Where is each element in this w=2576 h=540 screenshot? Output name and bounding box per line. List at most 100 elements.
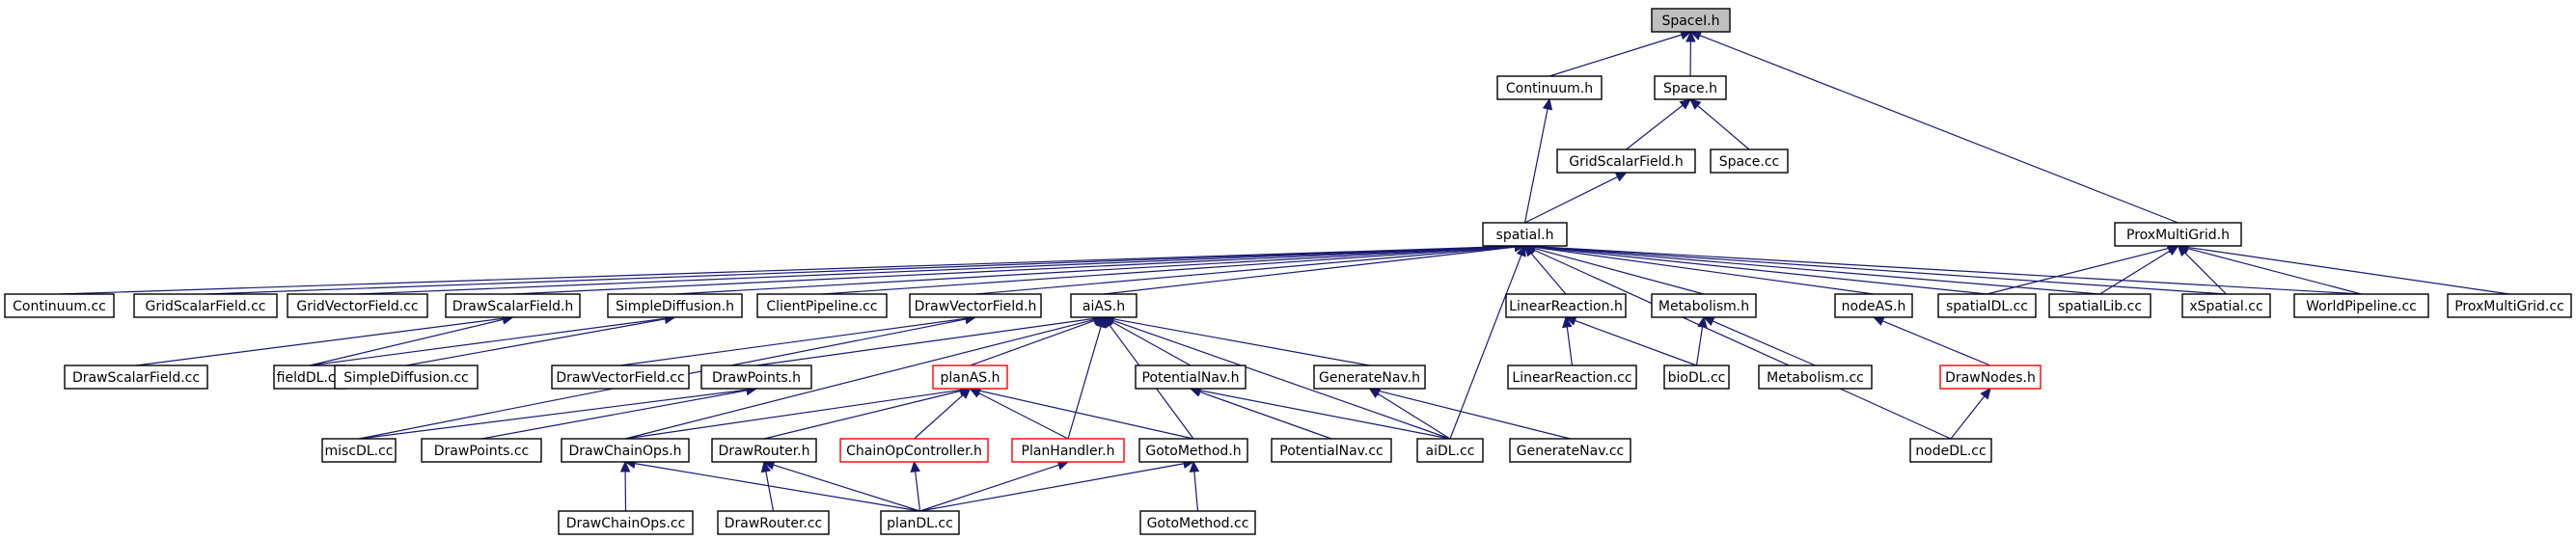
node-aias-h[interactable]: aiAS.h — [1070, 293, 1137, 318]
edge-line — [919, 463, 1185, 512]
edge-line — [1548, 34, 1683, 77]
edge-plandl_cc-to-chainopcontroller_h — [910, 460, 921, 512]
node-spatiallib-cc[interactable]: spatialLib.cc — [2048, 293, 2151, 318]
edge-drawscalarfield_cc-to-drawscalarfield_h — [135, 313, 514, 366]
node-continuum-cc[interactable]: Continuum.cc — [4, 293, 115, 318]
node-drawpoints-cc[interactable]: DrawPoints.cc — [421, 438, 542, 463]
edge-line — [1575, 319, 1697, 366]
node-label: DrawRouter.cc — [725, 516, 823, 531]
node-label: Space.cc — [1719, 154, 1780, 170]
node-proxmultigrid-cc[interactable]: ProxMultiGrid.cc — [2447, 293, 2572, 318]
node-box — [932, 364, 1008, 390]
node-continuum-h[interactable]: Continuum.h — [1496, 75, 1603, 100]
node-xspatial-cc[interactable]: xSpatial.cc — [2181, 293, 2271, 318]
node-generatenav-h[interactable]: GenerateNav.h — [1313, 364, 1426, 390]
edge-line — [405, 318, 666, 366]
node-plandl-cc[interactable]: planDL.cc — [880, 510, 960, 535]
node-drawvectorfield-h[interactable]: DrawVectorField.h — [909, 293, 1042, 318]
node-metabolism-h[interactable]: Metabolism.h — [1651, 293, 1757, 318]
node-box — [1416, 438, 1484, 463]
node-box — [133, 293, 278, 318]
arrowhead-icon — [1679, 98, 1691, 110]
edge-plandl_cc-to-planhandler_h — [919, 460, 1070, 512]
node-simplediffusion-h[interactable]: SimpleDiffusion.h — [607, 293, 743, 318]
edge-line — [1523, 108, 1548, 224]
node-box — [561, 438, 690, 463]
node-label: DrawVectorField.cc — [556, 370, 684, 386]
arrowhead-icon — [1685, 30, 1696, 42]
node-box — [287, 293, 428, 318]
node-gridscalarfield-cc[interactable]: GridScalarField.cc — [133, 293, 278, 318]
node-drawvectorfield-cc[interactable]: DrawVectorField.cc — [551, 364, 690, 390]
node-box — [64, 364, 208, 390]
node-drawchainops-h[interactable]: DrawChainOps.h — [561, 438, 690, 463]
edge-plandl_cc-to-gotomethod_h — [919, 458, 1195, 512]
edge-linearreaction_cc-to-linearreaction_h — [1562, 315, 1574, 366]
edge-continuum_cc-to-spatial_h — [59, 241, 1526, 295]
edge-xspatial_cc-to-proxmultigrid_h — [2177, 245, 2227, 295]
node-miscdl-cc[interactable]: miscDL.cc — [321, 438, 397, 463]
node-fielddl-cc[interactable]: fieldDL.cc — [273, 364, 346, 390]
arrowhead-icon — [959, 388, 972, 399]
edge-line — [1987, 247, 2169, 295]
node-worldpipeline-cc[interactable]: WorldPipeline.cc — [2293, 293, 2429, 318]
node-generatenav-cc[interactable]: GenerateNav.cc — [1509, 438, 1631, 463]
node-label: Continuum.cc — [13, 299, 106, 314]
arrowhead-icon — [1689, 98, 1702, 110]
node-aidl-cc[interactable]: aiDL.cc — [1416, 438, 1484, 463]
node-box — [2048, 293, 2151, 318]
node-simplediffusion-cc[interactable]: SimpleDiffusion.cc — [334, 364, 479, 390]
edge-aidl_cc-to-spatial_h — [1449, 244, 1526, 440]
node-nodeas-h[interactable]: nodeAS.h — [1834, 293, 1913, 318]
edge-line — [357, 245, 1516, 295]
node-label: miscDL.cc — [325, 444, 394, 459]
node-drawchainops-cc[interactable]: DrawChainOps.cc — [558, 510, 694, 535]
node-spacei-h[interactable]: SpaceI.h — [1651, 8, 1731, 33]
node-box — [321, 438, 397, 463]
node-drawscalarfield-h[interactable]: DrawScalarField.h — [445, 293, 581, 318]
node-planas-h[interactable]: planAS.h — [932, 364, 1008, 390]
node-drawnodes-h[interactable]: DrawNodes.h — [1939, 364, 2042, 390]
node-gotomethod-h[interactable]: GotoMethod.h — [1138, 438, 1248, 463]
node-gridscalarfield-h[interactable]: GridScalarField.h — [1556, 148, 1696, 174]
node-metabolism-cc[interactable]: Metabolism.cc — [1758, 364, 1873, 390]
node-chainopcontroller-h[interactable]: ChainOpController.h — [839, 438, 989, 463]
node-proxmultigrid-h[interactable]: ProxMultiGrid.h — [2114, 222, 2242, 247]
edge-continuum_h-to-spacei_h — [1548, 30, 1692, 77]
node-drawrouter-h[interactable]: DrawRouter.h — [711, 438, 817, 463]
node-label: WorldPipeline.cc — [2306, 299, 2417, 314]
node-box — [1937, 293, 2037, 318]
node-potentialnav-h[interactable]: PotentialNav.h — [1135, 364, 1247, 390]
arrowhead-icon — [1516, 244, 1526, 257]
node-box — [1710, 148, 1789, 174]
node-linearreaction-cc[interactable]: LinearReaction.cc — [1507, 364, 1637, 390]
edge-potentialnav_h-to-aias_h — [1102, 316, 1192, 366]
node-drawscalarfield-cc[interactable]: DrawScalarField.cc — [64, 364, 208, 390]
node-spatialdl-cc[interactable]: spatialDL.cc — [1937, 293, 2037, 318]
edge-line — [674, 245, 1516, 295]
node-biodl-cc[interactable]: bioDL.cc — [1663, 364, 1730, 390]
node-gridvectorfield-cc[interactable]: GridVectorField.cc — [287, 293, 428, 318]
node-space-cc[interactable]: Space.cc — [1710, 148, 1789, 174]
node-drawrouter-cc[interactable]: DrawRouter.cc — [717, 510, 830, 535]
edge-line — [309, 318, 504, 366]
node-potentialnav-cc[interactable]: PotentialNav.cc — [1271, 438, 1392, 463]
node-box — [2293, 293, 2429, 318]
node-gotomethod-cc[interactable]: GotoMethod.cc — [1139, 510, 1256, 535]
node-clientpipeline-cc[interactable]: ClientPipeline.cc — [756, 293, 888, 318]
edge-gridscalarfield_h-to-space_h — [1626, 98, 1691, 150]
node-label: spatialLib.cc — [2058, 299, 2142, 314]
node-space-h[interactable]: Space.h — [1654, 75, 1727, 100]
arrowhead-icon — [1562, 315, 1573, 329]
node-drawpoints-h[interactable]: DrawPoints.h — [700, 364, 812, 390]
edge-line — [1379, 390, 1571, 440]
node-linearreaction-h[interactable]: LinearReaction.h — [1505, 293, 1627, 318]
node-spatial-h[interactable]: spatial.h — [1482, 222, 1568, 247]
edge-line — [970, 319, 1095, 366]
node-label: DrawChainOps.h — [568, 444, 681, 459]
edge-spatiallib_cc-to-proxmultigrid_h — [2099, 245, 2179, 295]
node-planhandler-h[interactable]: PlanHandler.h — [1011, 438, 1125, 463]
node-nodedl-cc[interactable]: nodeDL.cc — [1909, 438, 1992, 463]
